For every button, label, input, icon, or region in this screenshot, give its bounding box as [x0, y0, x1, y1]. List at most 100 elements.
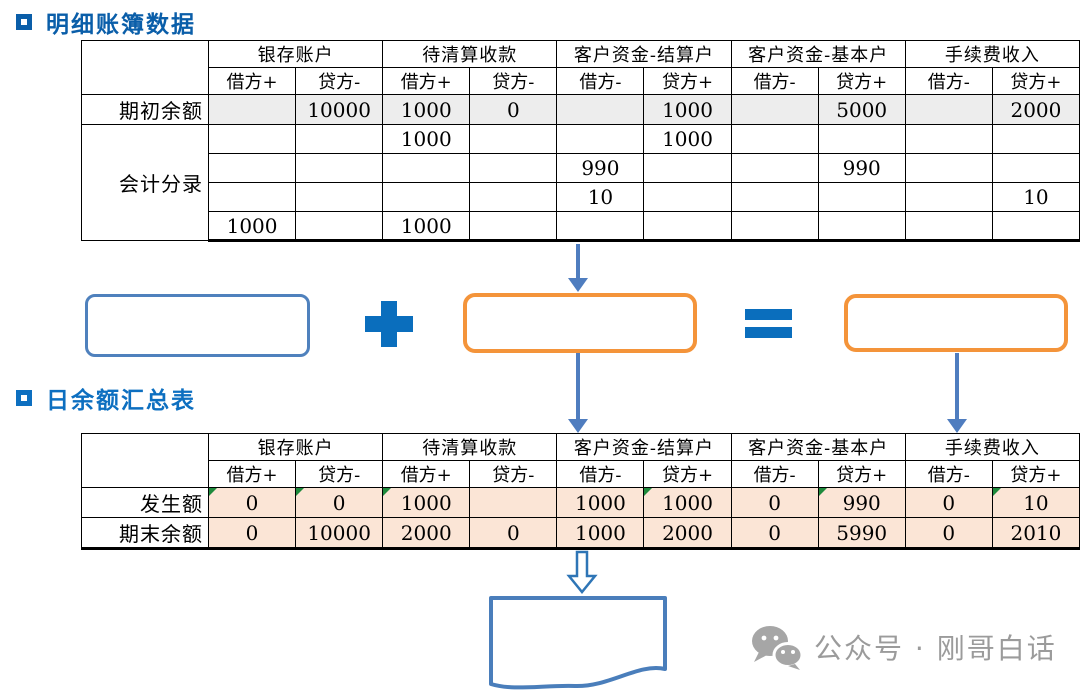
value-cell [295, 153, 384, 183]
value-cell: 1000 [643, 94, 732, 125]
value-cell [904, 153, 993, 183]
value-cell [207, 94, 297, 125]
value-cell [556, 124, 645, 154]
value-cell [904, 182, 993, 212]
value-cell [207, 153, 297, 183]
debit-header: 借方- [556, 67, 645, 95]
value-cell: 1000 [556, 517, 645, 550]
debit-header: 借方+ [382, 460, 471, 488]
value-cell: 10000 [295, 517, 384, 550]
credit-header: 贷方+ [643, 67, 732, 95]
credit-header: 贷方+ [991, 460, 1080, 488]
comment-marker-icon [209, 488, 217, 496]
summary-section-title: 日余额汇总表 [16, 381, 196, 415]
wechat-icon [752, 626, 804, 670]
value-cell: 0 [295, 487, 384, 518]
value-cell: 1000 [643, 124, 732, 154]
value-cell: 0 [904, 517, 993, 550]
document-shape [489, 596, 667, 690]
account-header: 客户资金-结算户 [556, 433, 732, 461]
value-cell: 1000 [556, 487, 645, 518]
debit-header: 借方- [556, 460, 645, 488]
account-header: 客户资金-基本户 [730, 433, 906, 461]
value-cell [556, 94, 645, 125]
value-cell [207, 182, 297, 212]
value-cell [904, 124, 993, 154]
detail-ledger-section-title: 明细账簿数据 [16, 5, 196, 39]
value-cell [643, 153, 732, 183]
value-cell: 10 [991, 487, 1080, 518]
rounded-box-blue [85, 294, 310, 357]
row-label: 期末余额 [81, 517, 209, 550]
value-cell [469, 153, 558, 183]
corner-cell [81, 433, 209, 488]
value-cell: 0 [207, 487, 297, 518]
credit-header: 贷方- [295, 67, 384, 95]
value-cell: 0 [469, 94, 558, 125]
flow-arrow-down-3 [947, 353, 967, 433]
value-cell: 1000 [207, 211, 297, 242]
value-cell: 10000 [295, 94, 384, 125]
account-header: 手续费收入 [904, 40, 1080, 68]
value-cell: 2000 [643, 517, 732, 550]
value-cell [382, 182, 471, 212]
value-cell: 990 [817, 487, 906, 518]
account-header: 客户资金-结算户 [556, 40, 732, 68]
debit-header: 借方- [730, 460, 819, 488]
value-cell [207, 124, 297, 154]
value-cell [469, 487, 558, 518]
value-cell: 10 [556, 182, 645, 212]
comment-marker-icon [383, 488, 392, 496]
value-cell [469, 211, 558, 242]
debit-header: 借方- [904, 67, 993, 95]
value-cell: 990 [817, 153, 906, 183]
debit-header: 借方+ [382, 67, 471, 95]
debit-header: 借方- [904, 460, 993, 488]
square-bullet-icon [16, 390, 32, 406]
value-cell [730, 182, 819, 212]
detail-ledger-table: 银存账户 待清算收款 客户资金-结算户 客户资金-基本户 手续费收入 借方+ 贷… [81, 40, 1080, 242]
credit-header: 贷方+ [991, 67, 1080, 95]
account-header: 待清算收款 [382, 40, 558, 68]
comment-marker-icon [644, 488, 653, 496]
row-label: 期初余额 [81, 94, 209, 125]
value-cell: 1000 [643, 487, 732, 518]
account-header: 银存账户 [207, 433, 384, 461]
value-cell [991, 211, 1080, 242]
value-cell [469, 124, 558, 154]
value-cell [382, 153, 471, 183]
value-cell: 10 [991, 182, 1080, 212]
value-cell: 0 [730, 487, 819, 518]
equals-icon [745, 309, 792, 338]
value-cell [817, 124, 906, 154]
section-title-text: 日余额汇总表 [46, 388, 196, 414]
credit-header: 贷方- [295, 460, 384, 488]
value-cell [730, 94, 819, 125]
value-cell: 990 [556, 153, 645, 183]
account-header: 手续费收入 [904, 433, 1080, 461]
credit-header: 贷方+ [817, 460, 906, 488]
section-title-text: 明细账簿数据 [46, 12, 196, 38]
account-header: 客户资金-基本户 [730, 40, 906, 68]
rounded-box-orange-2 [844, 294, 1068, 352]
daily-balance-summary-table: 银存账户 待清算收款 客户资金-结算户 客户资金-基本户 手续费收入 借方+ 贷… [81, 433, 1080, 550]
value-cell: 5990 [817, 517, 906, 550]
debit-header: 借方+ [207, 67, 297, 95]
value-cell: 1000 [382, 94, 471, 125]
value-cell [730, 124, 819, 154]
value-cell [904, 94, 993, 125]
value-cell: 5000 [817, 94, 906, 125]
value-cell [817, 211, 906, 242]
credit-header: 贷方+ [643, 460, 732, 488]
value-cell [295, 182, 384, 212]
square-bullet-icon [16, 14, 32, 30]
watermark-text: 公众号 · 刚哥白话 [814, 632, 1057, 665]
value-cell [643, 182, 732, 212]
account-header: 待清算收款 [382, 433, 558, 461]
value-cell: 0 [904, 487, 993, 518]
watermark: 公众号 · 刚哥白话 [750, 624, 1057, 670]
corner-cell [81, 40, 209, 95]
comment-marker-icon [819, 488, 827, 496]
credit-header: 贷方+ [817, 67, 906, 95]
credit-header: 贷方- [469, 67, 558, 95]
